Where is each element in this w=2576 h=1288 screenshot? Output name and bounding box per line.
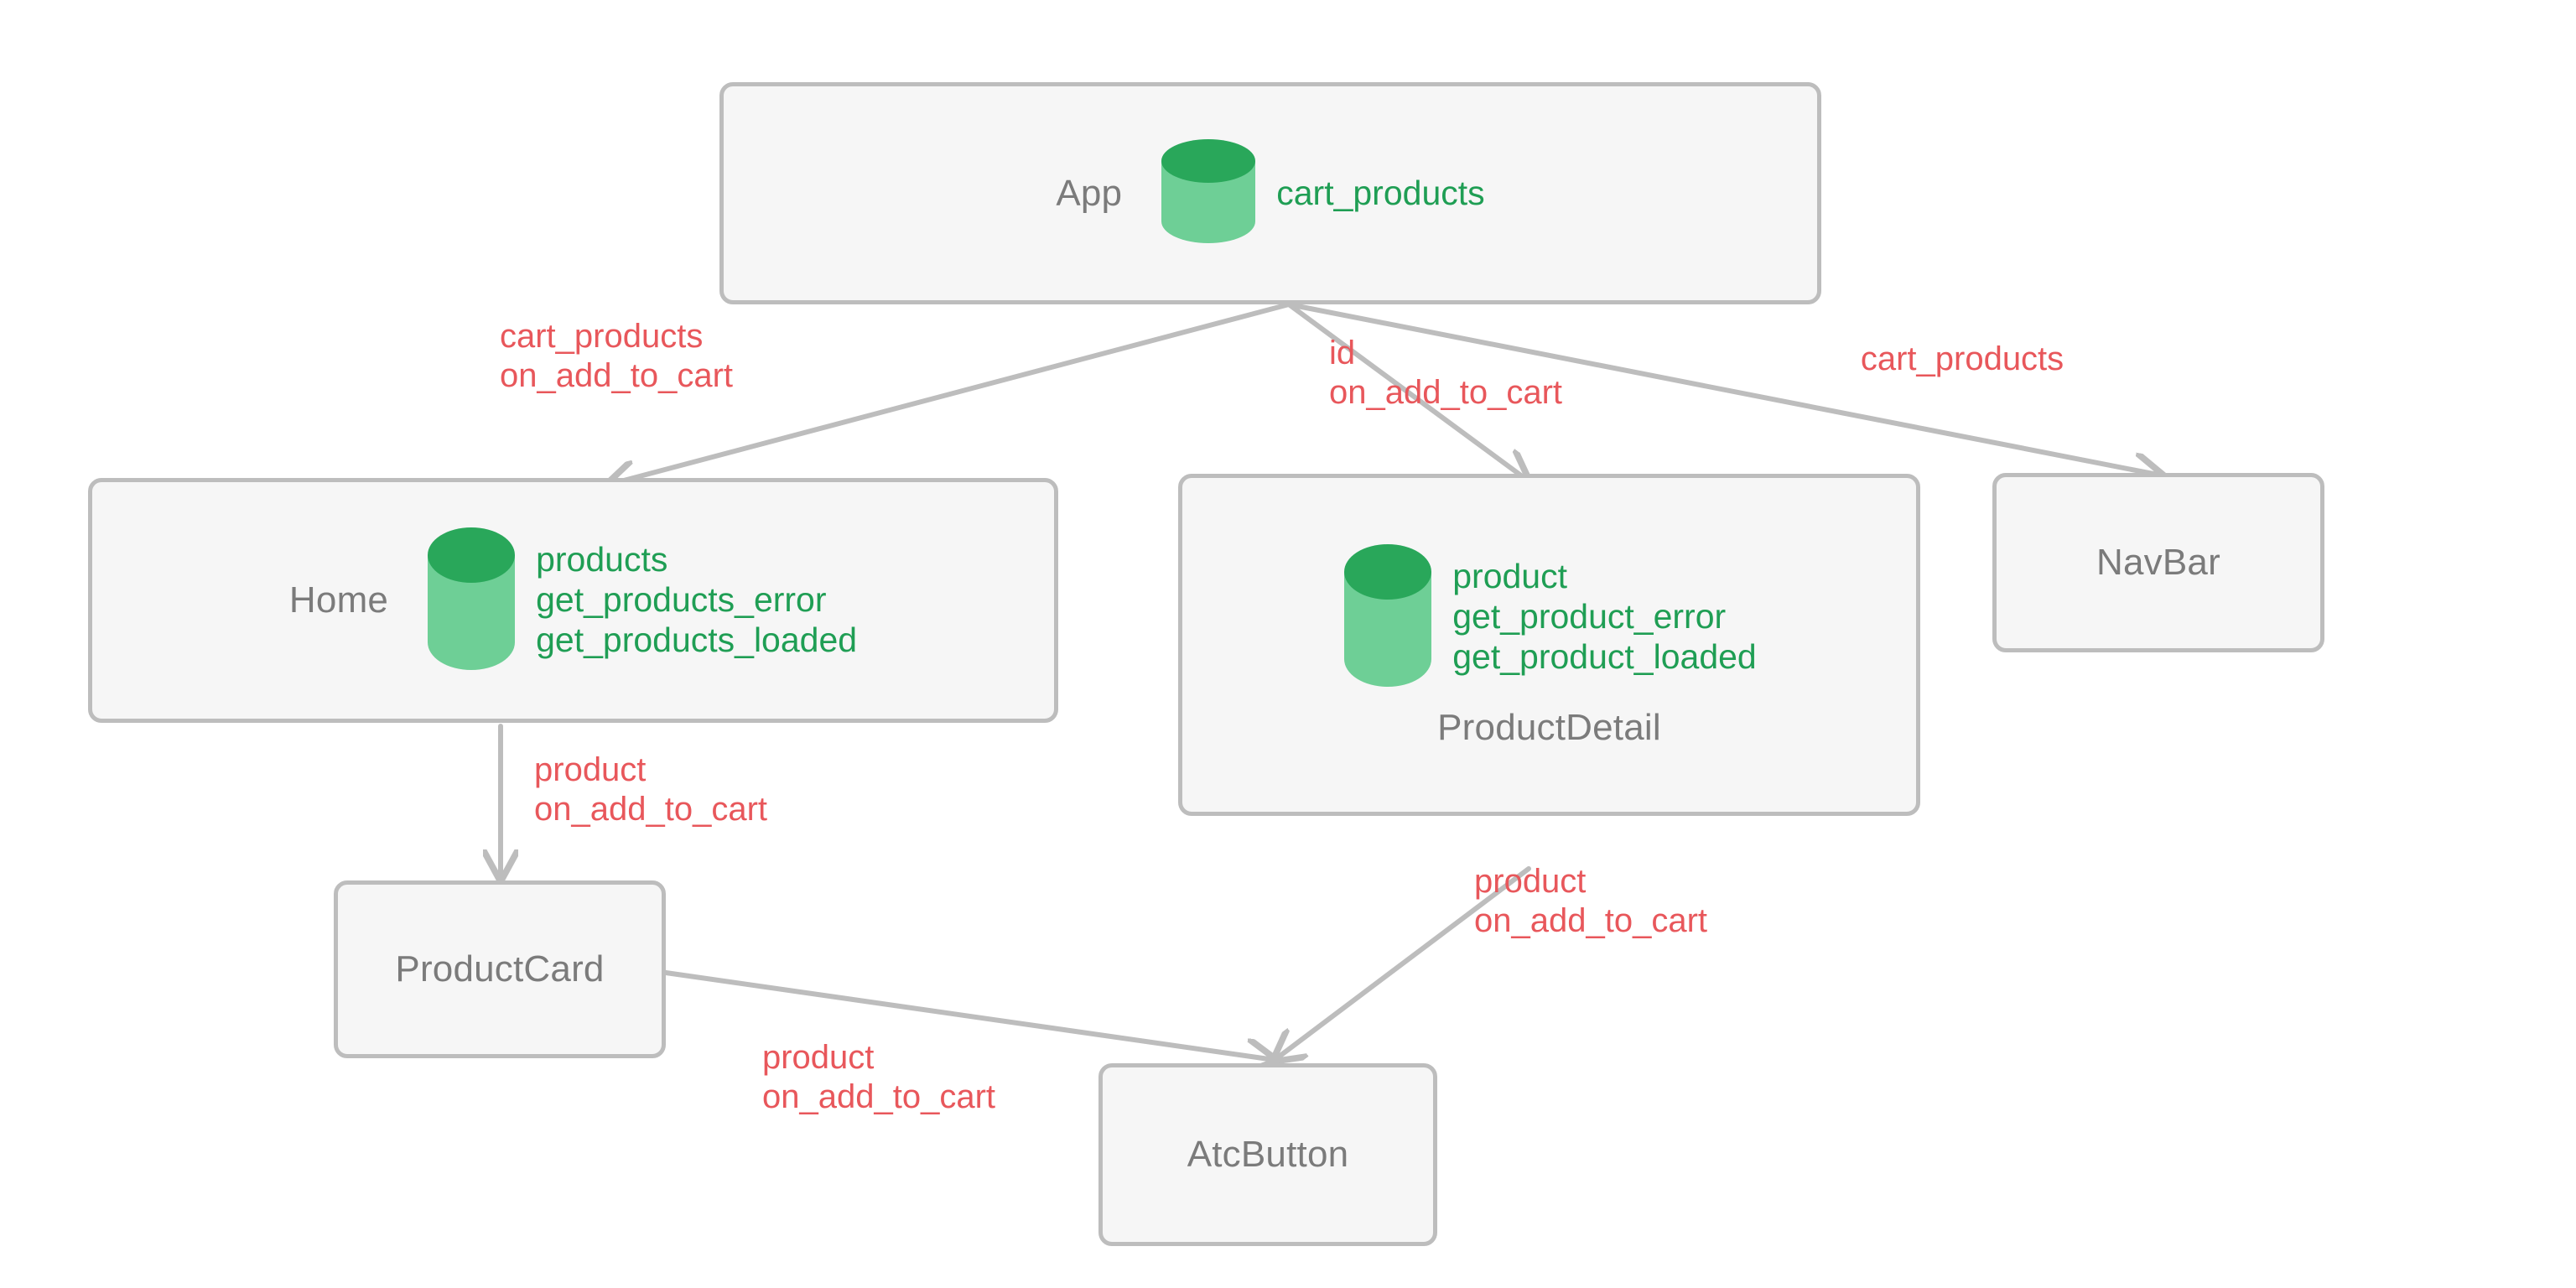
node-title-productdetail: ProductDetail bbox=[1437, 706, 1661, 748]
edge-prop: product bbox=[761, 1039, 875, 1076]
state-names-home: products get_products_error get_products… bbox=[536, 540, 857, 661]
edge-prop: on_add_to_cart bbox=[1329, 373, 1563, 411]
state-names-productdetail: product get_product_error get_product_lo… bbox=[1452, 557, 1756, 678]
edge-label-app-to-home: cart_products on_add_to_cart bbox=[500, 317, 733, 396]
edge-productdetail-to-atcbutton bbox=[1275, 866, 1531, 1060]
edge-prop: on_add_to_cart bbox=[1474, 901, 1708, 939]
database-cylinder-icon bbox=[1342, 542, 1434, 693]
node-title-home: Home bbox=[288, 579, 389, 621]
edge-app-to-navbar bbox=[1286, 302, 2162, 475]
edge-label-home-to-productcard: product on_add_to_cart bbox=[534, 750, 767, 829]
state-name: products bbox=[536, 540, 668, 579]
edge-label-productdetail-to-atcbutton: product on_add_to_cart bbox=[1474, 862, 1707, 941]
node-app[interactable]: App cart_products bbox=[719, 82, 1821, 304]
edge-prop: id bbox=[1329, 335, 1356, 371]
edge-prop: cart_products bbox=[1860, 340, 2064, 377]
node-home[interactable]: Home products get_products_error get_pro… bbox=[88, 478, 1058, 723]
edge-prop: on_add_to_cart bbox=[499, 356, 734, 394]
state-name: get_products_loaded bbox=[536, 620, 858, 659]
state-name: cart_products bbox=[1276, 173, 1485, 212]
node-title-navbar: NavBar bbox=[2096, 542, 2220, 583]
edge-app-to-home bbox=[608, 302, 1291, 485]
node-productcard[interactable]: ProductCard bbox=[334, 880, 666, 1058]
edge-app-to-productdetail bbox=[1286, 302, 1528, 480]
node-productdetail[interactable]: product get_product_error get_product_lo… bbox=[1178, 474, 1920, 816]
edge-label-productcard-to-atcbutton: product on_add_to_cart bbox=[762, 1038, 995, 1117]
state-block-home: products get_products_error get_products… bbox=[425, 525, 857, 677]
state-name: get_product_loaded bbox=[1452, 636, 1757, 676]
state-block-app: cart_products bbox=[1159, 139, 1485, 247]
state-name: product bbox=[1452, 557, 1568, 596]
state-names-app: cart_products bbox=[1276, 174, 1484, 214]
node-atcbutton[interactable]: AtcButton bbox=[1098, 1063, 1437, 1246]
edge-prop: cart_products bbox=[499, 318, 704, 355]
node-title-atcbutton: AtcButton bbox=[1187, 1134, 1349, 1175]
state-name: get_products_error bbox=[536, 580, 827, 620]
node-navbar[interactable]: NavBar bbox=[1992, 473, 2324, 652]
database-cylinder-icon bbox=[425, 525, 517, 677]
node-title-app: App bbox=[1056, 172, 1123, 214]
edge-label-app-to-productdetail: id on_add_to_cart bbox=[1329, 334, 1562, 413]
edge-prop: on_add_to_cart bbox=[761, 1078, 996, 1115]
node-title-productcard: ProductCard bbox=[395, 948, 605, 989]
state-name: get_product_error bbox=[1452, 597, 1727, 636]
database-cylinder-icon bbox=[1159, 139, 1258, 247]
edge-prop: product bbox=[534, 751, 647, 788]
edge-productcard-to-atcbutton bbox=[663, 970, 1275, 1060]
edge-prop: on_add_to_cart bbox=[534, 790, 768, 828]
state-block-productdetail: product get_product_error get_product_lo… bbox=[1342, 542, 1757, 693]
edge-label-app-to-navbar: cart_products bbox=[1861, 340, 2064, 379]
edge-prop: product bbox=[1474, 863, 1587, 900]
